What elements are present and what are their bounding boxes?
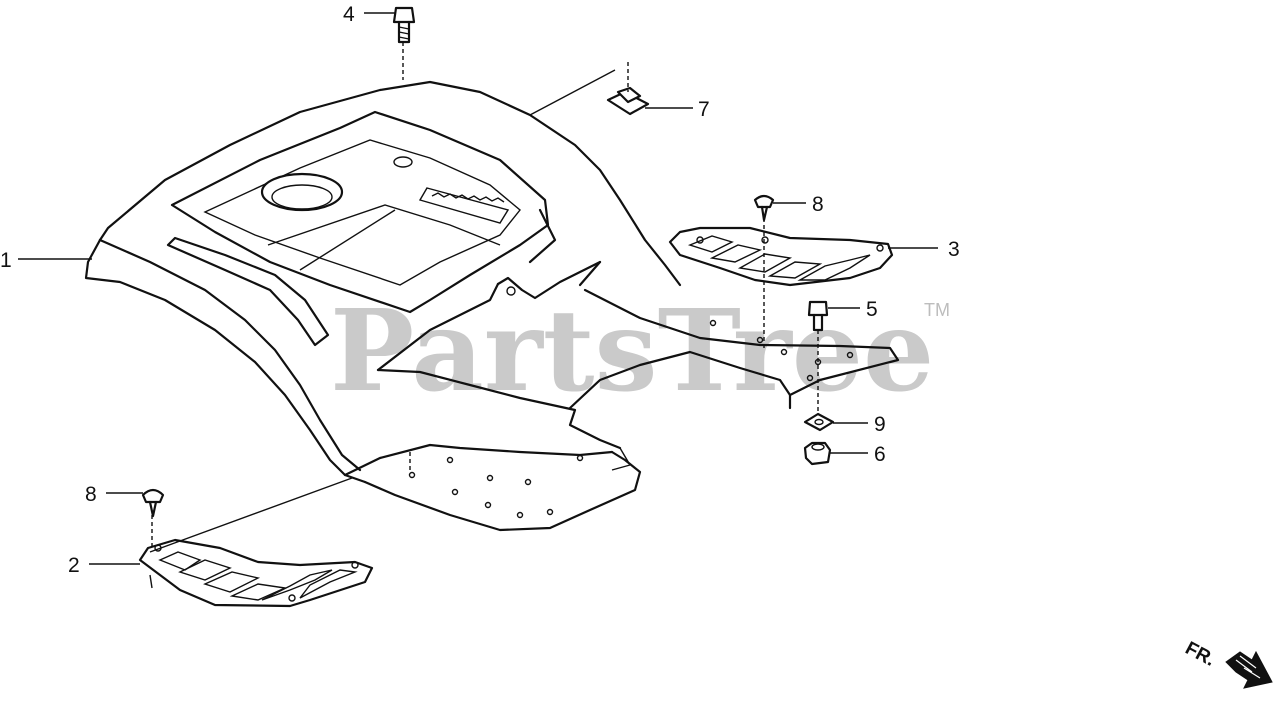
front-label: FR. — [1182, 638, 1219, 671]
floor-frame — [343, 260, 900, 532]
callout-4: 4 — [343, 3, 355, 26]
callout-2: 2 — [68, 554, 80, 577]
leader-lines — [18, 12, 938, 589]
callout-8-left: 8 — [85, 483, 97, 506]
clip-8-left-part[interactable] — [141, 488, 165, 518]
clip-nut-7-part[interactable] — [606, 86, 650, 116]
callout-5: 5 — [866, 298, 878, 321]
clip-8-right-part[interactable] — [753, 194, 775, 222]
callout-6: 6 — [874, 443, 886, 466]
callout-7: 7 — [698, 98, 710, 121]
callout-1: 1 — [0, 249, 12, 272]
rear-fender-part[interactable] — [84, 69, 682, 484]
callout-9: 9 — [874, 413, 886, 436]
square-nut-9-part[interactable] — [803, 412, 835, 432]
front-direction-indicator: FR. — [1182, 638, 1273, 689]
callout-8-right: 8 — [812, 193, 824, 216]
bolt-4-part[interactable] — [392, 6, 416, 44]
callout-3: 3 — [948, 238, 960, 261]
left-step-mat-part[interactable] — [138, 538, 374, 608]
trademark-mark: TM — [924, 300, 950, 320]
nut-6-part[interactable] — [803, 441, 832, 466]
right-step-mat-part[interactable] — [668, 226, 894, 287]
